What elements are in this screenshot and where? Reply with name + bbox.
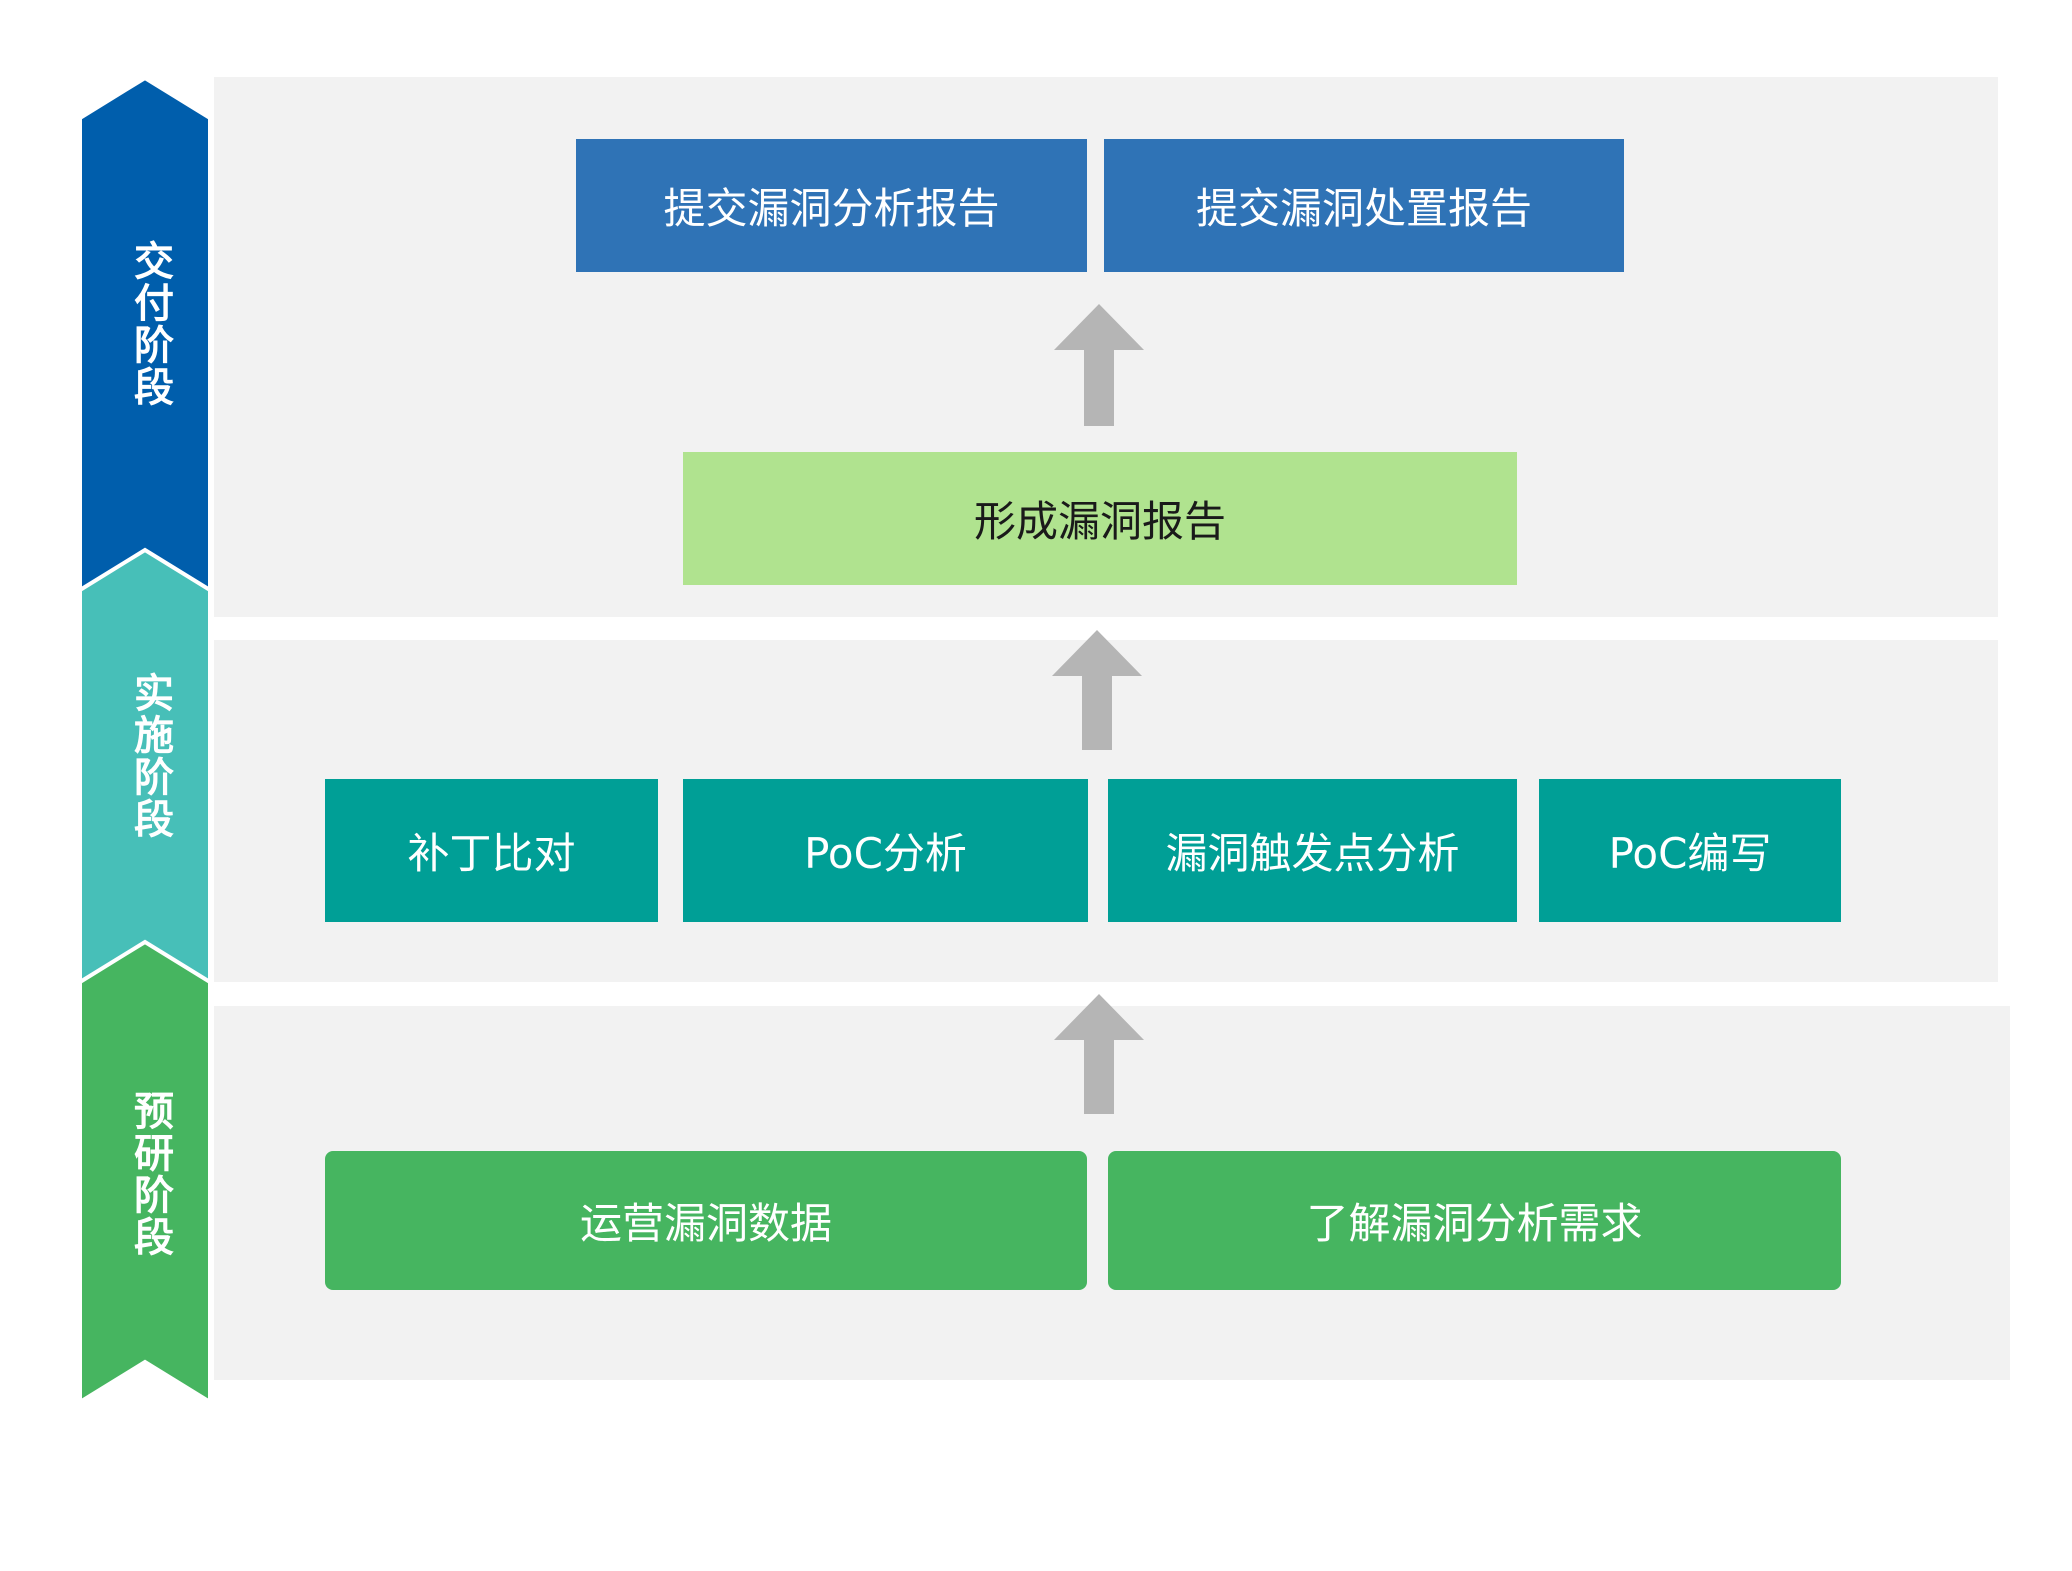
form-vulnerability-report-box: 形成漏洞报告 <box>683 452 1517 585</box>
arrow-up-icon <box>1054 994 1144 1114</box>
stage-delivery-label: 交付阶段 <box>127 240 173 408</box>
arrow-up-icon <box>1054 304 1144 426</box>
poc-analysis-box: PoC分析 <box>683 779 1088 922</box>
arrow-up-icon <box>1052 630 1142 750</box>
trigger-point-analysis-box: 漏洞触发点分析 <box>1108 779 1517 922</box>
poc-writing-box: PoC编写 <box>1539 779 1841 922</box>
submit-disposal-report-box: 提交漏洞处置报告 <box>1104 139 1624 272</box>
stage-research-shape <box>78 939 212 1406</box>
operate-vulnerability-data-box: 运营漏洞数据 <box>325 1151 1087 1290</box>
submit-analysis-report-box: 提交漏洞分析报告 <box>576 139 1087 272</box>
patch-compare-box: 补丁比对 <box>325 779 658 922</box>
stage-implementation-label: 实施阶段 <box>127 672 173 840</box>
stage-research-label: 预研阶段 <box>127 1090 173 1258</box>
understand-analysis-needs-box: 了解漏洞分析需求 <box>1108 1151 1841 1290</box>
